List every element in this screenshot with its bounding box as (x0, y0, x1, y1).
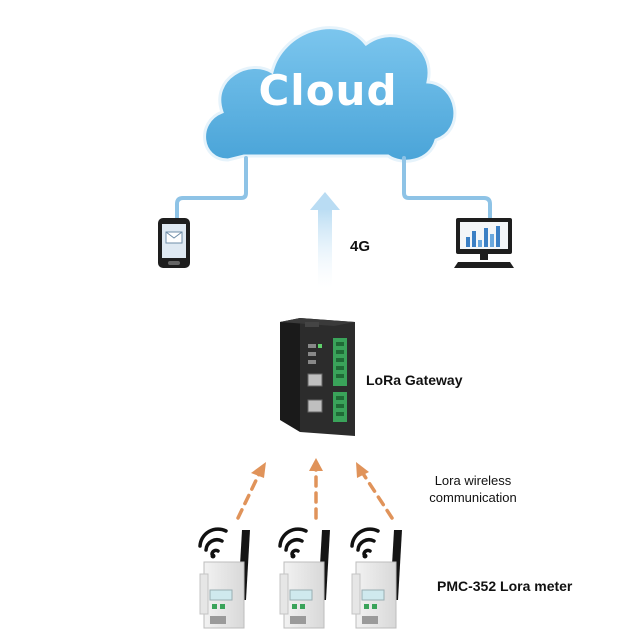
wifi-signal-icon (350, 527, 380, 559)
lora-gateway-device (280, 318, 355, 436)
wireless-arrows (236, 466, 394, 520)
uplink-arrow (310, 192, 340, 288)
computer-monitor-icon (454, 218, 514, 268)
cloud-to-phone-link (175, 156, 248, 220)
meter-label: PMC-352 Lora meter (437, 578, 573, 594)
wireless-label: Lora wireless communication (429, 473, 517, 505)
cloud-icon (203, 26, 457, 163)
gateway-label: LoRa Gateway (366, 372, 463, 388)
smartphone-icon (158, 218, 190, 268)
lora-meters (198, 527, 402, 629)
wireless-arrowheads (251, 458, 369, 478)
lora-meter-device (350, 527, 402, 629)
lora-meter-device (278, 527, 330, 629)
lora-meter-device (198, 527, 250, 629)
wifi-signal-icon (198, 527, 228, 559)
wifi-signal-icon (278, 527, 308, 559)
uplink-label: 4G (350, 238, 371, 255)
cloud-to-computer-link (402, 156, 492, 220)
cloud-label: Cloud (258, 66, 398, 115)
